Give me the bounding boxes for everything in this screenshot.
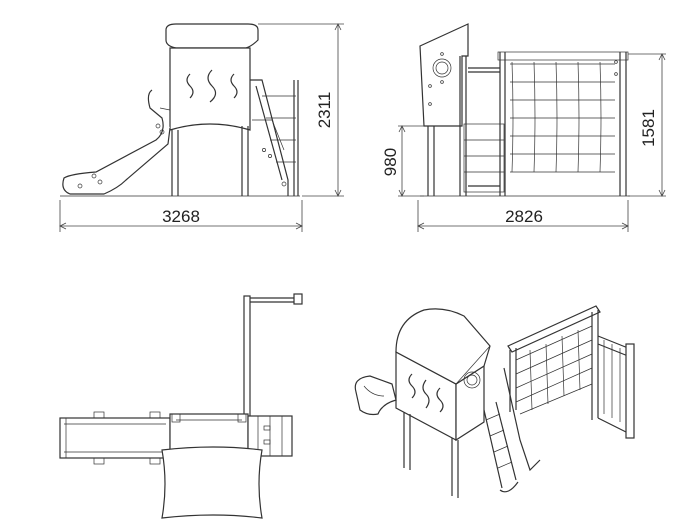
isometric-view [354,305,635,498]
side-net-height-label: 1581 [639,109,658,147]
front-width-label: 3268 [162,207,200,226]
side-elevation [398,23,666,232]
side-width-label: 2826 [505,207,543,226]
plan-view [59,293,303,519]
side-platform-height-label: 980 [381,148,400,176]
front-height-label: 2311 [315,92,334,129]
front-elevation [59,23,344,232]
